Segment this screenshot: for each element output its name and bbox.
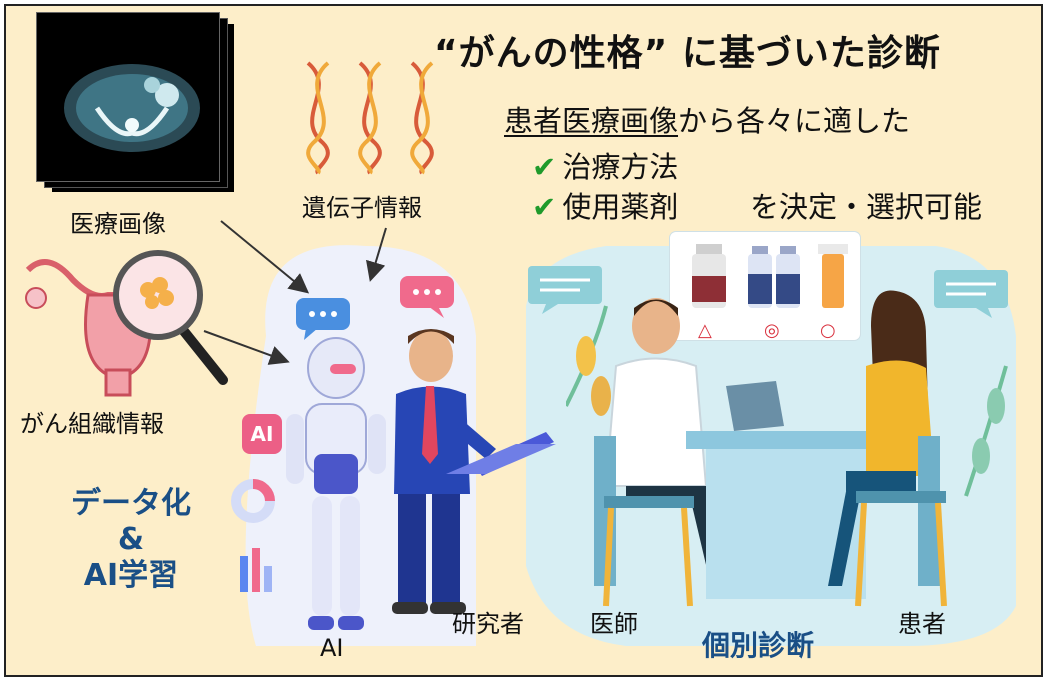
item-drug: ✔使用薬剤 bbox=[532, 184, 678, 226]
clinic-speech-bubble-left-icon bbox=[528, 266, 602, 314]
medicine-bottles-icon bbox=[692, 244, 848, 308]
donut-chart-icon bbox=[231, 479, 275, 523]
label-researcher: 研究者 bbox=[452, 610, 524, 638]
diagram-frame: AI bbox=[4, 4, 1043, 677]
label-medical-image: 医療画像 bbox=[70, 210, 166, 238]
label-patient: 患者 bbox=[898, 610, 946, 638]
dna-icon-2 bbox=[358, 61, 382, 175]
mark-triangle: △ bbox=[698, 320, 712, 341]
item-drug-label: 使用薬剤 bbox=[562, 190, 679, 224]
check-icon: ✔ bbox=[532, 150, 557, 184]
item-treatment-label: 治療方法 bbox=[562, 150, 679, 184]
description-underlined: 患者医療画像 bbox=[504, 104, 679, 138]
dna-icon-3 bbox=[410, 61, 434, 175]
laptop bbox=[726, 381, 784, 431]
description-rest: から各々に適した bbox=[678, 104, 911, 138]
label-doctor: 医師 bbox=[590, 610, 638, 638]
desk-top bbox=[686, 431, 886, 449]
bar-chart-icon bbox=[240, 548, 272, 592]
data-line2: & bbox=[117, 522, 145, 557]
patient-sweater bbox=[866, 360, 934, 476]
mark-circle: ○ bbox=[820, 320, 836, 341]
mark-double-circle: ◎ bbox=[764, 320, 780, 341]
ai-robot-figure bbox=[286, 337, 386, 630]
data-ai-learning-label: データ化 & AI学習 bbox=[46, 486, 216, 594]
label-cancer-tissue: がん組織情報 bbox=[20, 410, 164, 438]
arrow-genetic-info bbox=[366, 227, 387, 282]
label-ai: AI bbox=[320, 634, 344, 662]
data-line1: データ化 bbox=[71, 486, 191, 521]
uterus-magnifier-icon bbox=[25, 250, 228, 397]
data-line3: AI学習 bbox=[83, 558, 179, 593]
researcher-figure bbox=[392, 329, 556, 614]
description-line: 患者医療画像から各々に適した bbox=[504, 98, 910, 140]
chat-bubble-blue-icon bbox=[296, 298, 350, 340]
medicine-panel bbox=[670, 232, 860, 340]
diagram-title: “がんの性格” に基づいた診断 bbox=[434, 33, 941, 74]
item-treatment: ✔治療方法 bbox=[532, 144, 678, 186]
ct-slice-icon bbox=[64, 64, 200, 152]
doctor-coat bbox=[604, 357, 708, 487]
check-icon: ✔ bbox=[532, 190, 557, 224]
doctor-head bbox=[632, 298, 680, 354]
arrow-medical-image bbox=[220, 220, 310, 294]
label-genetic-info: 遺伝子情報 bbox=[302, 194, 422, 222]
ai-badge-icon: AI bbox=[242, 414, 282, 454]
flow-arrows bbox=[203, 220, 387, 365]
item-drug-suffix: を決定・選択可能 bbox=[750, 190, 983, 224]
label-personalized-diagnosis: 個別診断 bbox=[702, 629, 815, 662]
ct-scan-image bbox=[36, 12, 220, 182]
dna-icons bbox=[306, 61, 434, 175]
clinic-speech-bubble-right-icon bbox=[934, 270, 1008, 318]
arrow-cancer-tissue bbox=[203, 330, 290, 365]
clinic-scene bbox=[566, 290, 1008, 607]
dna-icon-1 bbox=[306, 61, 330, 175]
chat-bubble-pink-icon bbox=[400, 276, 454, 318]
